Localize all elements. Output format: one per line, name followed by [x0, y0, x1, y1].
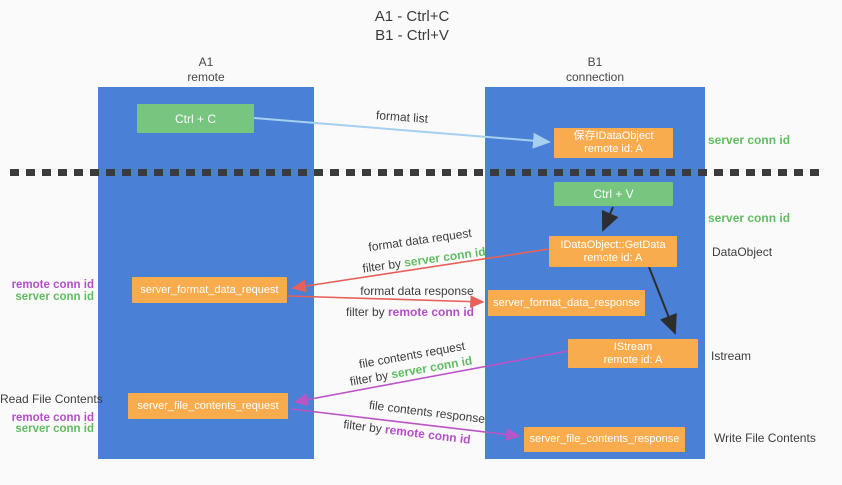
remote-conn-id-key: remote conn id	[384, 422, 472, 447]
getdata-line2: remote id: A	[583, 251, 643, 264]
lane-a1-name: A1	[198, 55, 214, 69]
save-dataobject-node: 保存IDataObject remote id: A	[554, 128, 673, 158]
format-request-label: server_format_data_request	[140, 283, 279, 296]
write-file-contents-label: Write File Contents	[714, 431, 816, 445]
lane-b1-subtitle: connection	[565, 70, 625, 84]
file-request-node: server_file_contents_request	[128, 393, 288, 419]
getdata-line1: IDataObject::GetData	[560, 238, 666, 251]
dataobject-label: DataObject	[712, 245, 773, 259]
file-response-label: server_file_contents_response	[529, 433, 680, 445]
remote-conn-id-label-2: remote conn id	[11, 412, 94, 424]
format-response-label: server_format_data_response	[493, 296, 640, 309]
lane-header-b1: B1 connection	[545, 55, 645, 85]
remote-conn-id-label-1: remote conn id	[11, 279, 94, 291]
dashed-separator-line	[10, 169, 824, 176]
server-conn-id-label-top: server conn id	[708, 133, 791, 147]
istream-line1: IStream	[613, 340, 653, 353]
title-line-b1: B1 - Ctrl+V	[375, 27, 449, 44]
getdata-node: IDataObject::GetData remote id: A	[549, 236, 677, 267]
filter-by-text: filter by	[348, 367, 393, 389]
title-line-a1: A1 - Ctrl+C	[374, 8, 450, 25]
remote-conn-id-key: remote conn id	[388, 305, 475, 319]
ctrl-v-node: Ctrl + V	[554, 182, 673, 206]
filter-by-text: filter by	[342, 417, 387, 437]
save-dataobject-line1: 保存IDataObject	[573, 130, 654, 142]
filter-by-text: filter by	[361, 255, 406, 276]
lane-a1-subtitle: remote	[187, 70, 225, 84]
file-request-label: server_file_contents_request	[137, 399, 279, 412]
format-request-node: server_format_data_request	[132, 277, 287, 303]
format-list-label: format list	[375, 108, 429, 126]
file-response-node: server_file_contents_response	[524, 427, 685, 452]
istream-line2: remote id: A	[603, 353, 663, 366]
istream-side-label: Istream	[711, 349, 752, 363]
format-data-response-label: format data response	[360, 284, 474, 298]
format-response-filter-label: filter by remote conn id	[346, 305, 474, 319]
server-conn-id-label-2: server conn id	[15, 423, 94, 435]
server-conn-id-label-mid: server conn id	[708, 211, 791, 225]
filter-by-text: filter by	[345, 305, 388, 319]
ctrl-c-node: Ctrl + C	[137, 104, 254, 133]
diagram-title: A1 - Ctrl+C B1 - Ctrl+V	[301, 7, 523, 45]
format-response-node: server_format_data_response	[488, 290, 645, 316]
read-file-contents-label: Read File Contents	[0, 392, 103, 406]
ctrl-c-label: Ctrl + C	[174, 111, 216, 126]
lane-header-a1: A1 remote	[156, 55, 256, 85]
server-conn-id-label-1: server conn id	[15, 291, 94, 303]
save-dataobject-line2: remote id: A	[584, 143, 643, 155]
ctrl-v-label: Ctrl + V	[593, 187, 634, 201]
server-conn-id-key: server conn id	[403, 244, 487, 270]
lane-b1-name: B1	[587, 55, 603, 69]
istream-node: IStream remote id: A	[568, 339, 698, 368]
